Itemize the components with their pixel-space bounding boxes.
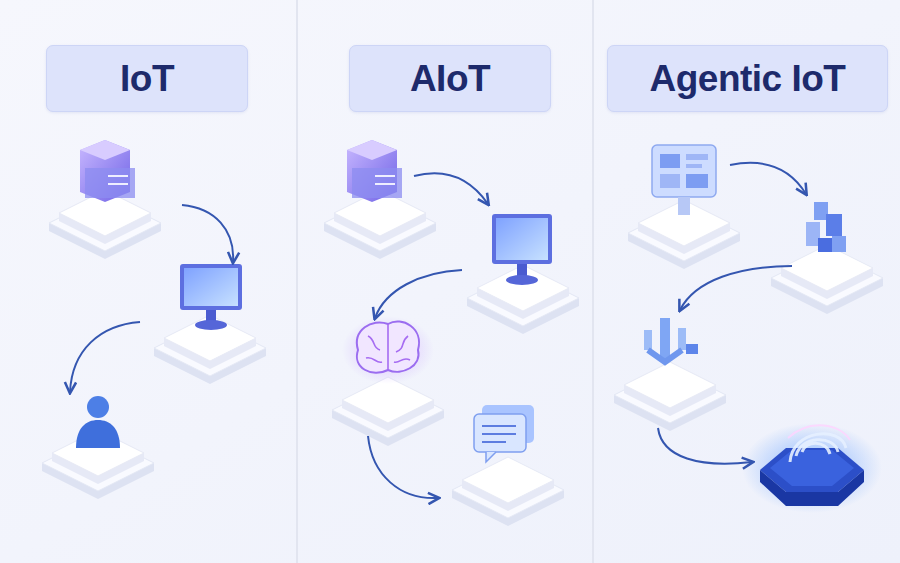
flow-arrow (70, 322, 140, 392)
branch-icon (644, 318, 698, 362)
monitor-icon (492, 214, 552, 285)
blocks-icon (806, 202, 846, 252)
flow-arrow (658, 428, 752, 464)
server-icon (347, 140, 402, 202)
flow-arrow (680, 266, 792, 310)
chat-icon (474, 405, 534, 462)
title-box: AIoT (349, 45, 551, 112)
agent-core-icon (742, 423, 882, 513)
flow-arrow (730, 163, 806, 194)
server-icon (80, 140, 135, 202)
brain-icon (342, 316, 434, 384)
panel-title: AIoT (410, 58, 490, 100)
flow-arrow (414, 173, 488, 204)
flow-arrow (375, 270, 462, 318)
pedestals (42, 190, 883, 526)
title-box: Agentic IoT (607, 45, 888, 112)
title-box: IoT (46, 45, 248, 112)
panel-title: IoT (120, 58, 174, 100)
panel-title: Agentic IoT (650, 58, 846, 100)
monitor-icon (180, 264, 242, 330)
flow-arrow (182, 205, 233, 262)
panel-divider (592, 0, 594, 563)
dashboard-icon (652, 145, 716, 215)
flow-arrow (368, 436, 438, 498)
person-icon (76, 396, 120, 448)
panel-divider (296, 0, 298, 563)
